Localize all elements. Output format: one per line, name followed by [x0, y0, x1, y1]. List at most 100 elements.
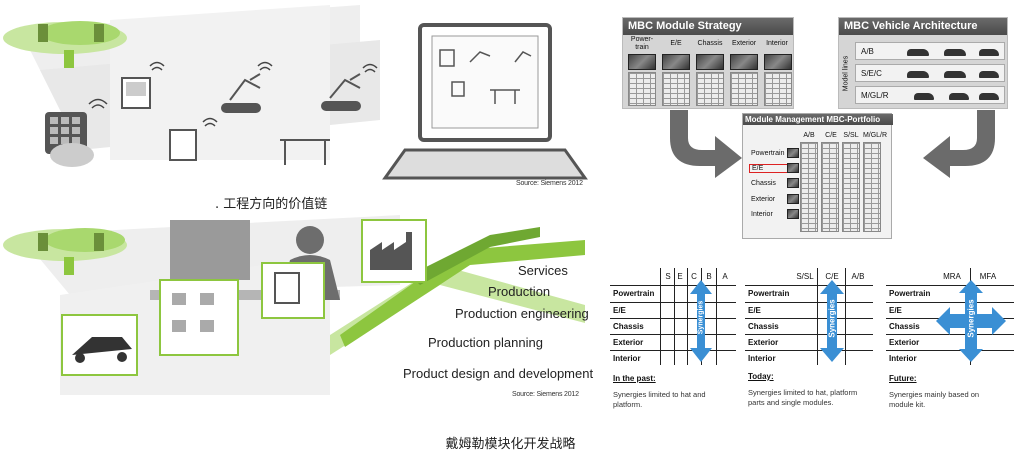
car-icon	[979, 71, 999, 78]
step-production-engineering: Production engineering	[455, 306, 589, 321]
table-column-header: S/SL	[796, 272, 814, 281]
module-grid	[730, 72, 758, 106]
synergy-arrow-label: Synergies	[697, 300, 705, 335]
module-thumbnail	[764, 54, 792, 70]
car-icon	[979, 49, 999, 56]
note-text: Synergies limited to hat, platform parts…	[748, 388, 858, 407]
module-thumbnail	[787, 178, 799, 188]
module-thumbnail	[787, 163, 799, 173]
column-header: Interior	[766, 40, 788, 47]
column-header: E/E	[670, 40, 682, 47]
module-thumbnail	[787, 148, 799, 158]
column-header: A/B	[803, 132, 815, 139]
portfolio-row-label: Interior	[751, 211, 773, 218]
synergy-arrow-label: Synergies	[966, 299, 976, 338]
synergy-arrow	[690, 280, 712, 362]
mbc-module-strategy-panel: MBC Module Strategy Power- train E/E Cha…	[622, 17, 794, 109]
portfolio-row-label: Chassis	[751, 180, 776, 187]
table-row-label: E/E	[889, 306, 902, 315]
table-row-label: E/E	[613, 306, 626, 315]
car-icon	[907, 71, 929, 78]
portfolio-row-label: Powertrain	[751, 150, 785, 157]
model-line-label: S/E/C	[861, 69, 882, 78]
table-row-label: Powertrain	[748, 289, 790, 298]
table-column-header: C	[691, 272, 697, 281]
note-text: Synergies limited to hat and platform.	[613, 390, 706, 409]
column-header: Power- train	[630, 36, 654, 51]
car-icon	[907, 49, 929, 56]
model-line-label: A/B	[861, 47, 874, 56]
synergy-arrow	[820, 280, 844, 362]
table-column-header: A/B	[851, 272, 865, 281]
table-row-label: Interior	[613, 354, 641, 363]
product-lifecycle-illustration: Services Production Production engineeri…	[0, 215, 600, 410]
car-icon	[944, 71, 966, 78]
curved-arrow-left	[670, 110, 742, 178]
module-thumbnail	[662, 54, 690, 70]
table-row-label: Chassis	[613, 322, 644, 331]
module-grid	[696, 72, 724, 106]
factory-icon	[370, 232, 412, 270]
curved-arrow-right	[923, 110, 995, 178]
bottom-caption: 戴姆勒模块化开发战略	[445, 437, 576, 452]
module-thumbnail	[696, 54, 724, 70]
portfolio-row-label-selected: E/E	[749, 164, 789, 173]
table-row-label: Exterior	[748, 338, 779, 347]
portfolio-grid	[821, 142, 839, 232]
source-label-2: Source: Siemens 2012	[512, 391, 579, 398]
step-services: Services	[518, 263, 568, 278]
step-product-design: Product design and development	[403, 366, 594, 381]
portfolio-title: Module Management MBC-Portfolio	[743, 114, 893, 125]
table-row-label: Interior	[748, 354, 776, 363]
step-production-planning: Production planning	[428, 335, 543, 350]
synergy-table-today: S/SL C/E A/B Powertrain E/E Chassis Exte…	[745, 268, 875, 438]
module-grid	[628, 72, 656, 106]
source-label: Source: Siemens 2012	[516, 180, 583, 187]
table-column-header: A	[722, 272, 728, 281]
synergy-cross-arrow	[936, 280, 1006, 362]
portfolio-row-label: Exterior	[751, 196, 776, 203]
table-column-header: S	[665, 272, 671, 281]
schematic-box	[159, 279, 239, 356]
column-header: S/SL	[843, 132, 859, 139]
module-thumbnail	[787, 209, 799, 219]
table-column-header: MFA	[979, 272, 997, 281]
note-title: Today:	[748, 372, 774, 381]
table-row-label: E/E	[748, 306, 761, 315]
engineering-value-chain-illustration: Source: Siemens 2012	[0, 0, 600, 200]
model-lines-label: Model lines	[842, 55, 850, 92]
column-header: Exterior	[731, 40, 757, 47]
lifecycle-graphic	[3, 215, 585, 395]
table-column-header: B	[706, 272, 712, 281]
car-icon	[979, 93, 999, 100]
table-row-label: Chassis	[748, 322, 779, 331]
portfolio-grid	[800, 142, 818, 232]
synergy-table-past: S E C B A Powertrain E/E Chassis Exterio…	[610, 268, 740, 438]
vehicle-architecture-title: MBC Vehicle Architecture	[839, 18, 1007, 35]
step-production: Production	[488, 284, 551, 299]
column-header: Chassis	[697, 40, 723, 47]
module-thumbnail	[628, 54, 656, 70]
portfolio-grid	[842, 142, 860, 232]
table-column-header: C/E	[825, 272, 839, 281]
module-thumbnail	[730, 54, 758, 70]
table-row-label: Exterior	[613, 338, 644, 347]
module-thumbnail	[787, 194, 799, 204]
value-chain-graphic	[3, 5, 588, 180]
mbc-vehicle-architecture-panel: MBC Vehicle Architecture Model lines A/B…	[838, 17, 1008, 109]
synergy-table-future: MRA MFA Powertrain E/E Chassis Exterior …	[886, 268, 1016, 438]
table-row-label: Powertrain	[613, 289, 655, 298]
module-grid	[662, 72, 690, 106]
table-row-label: Powertrain	[889, 289, 931, 298]
note-title: In the past:	[613, 374, 656, 383]
model-line-label: M/GL/R	[861, 91, 889, 100]
synergy-arrow-label: Synergies	[827, 299, 837, 338]
table-row-label: Interior	[889, 354, 917, 363]
note-title: Future:	[889, 374, 917, 383]
value-chain-caption: . 工程方向的价值链	[215, 197, 328, 212]
table-column-header: E	[677, 272, 683, 281]
car-icon	[944, 49, 966, 56]
car-icon	[949, 93, 969, 100]
module-grid	[764, 72, 792, 106]
note-text: Synergies mainly based on module kit.	[889, 390, 980, 409]
